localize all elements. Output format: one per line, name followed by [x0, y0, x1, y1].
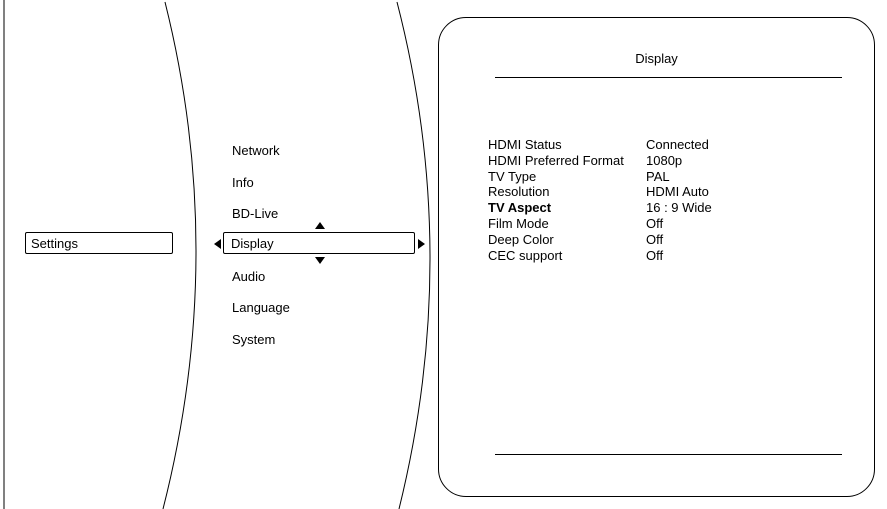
down-arrow-icon[interactable] — [315, 257, 325, 264]
setting-label: TV Aspect — [488, 200, 552, 216]
panel-divider-bottom — [495, 454, 842, 455]
setting-value: PAL — [646, 168, 670, 184]
display-panel: Display HDMI Status Connected HDMI Prefe… — [438, 17, 875, 497]
right-curve — [396, 1, 431, 509]
setting-label: Film Mode — [488, 215, 549, 231]
right-arrow-icon[interactable] — [418, 239, 425, 249]
setting-value: 16 : 9 Wide — [646, 200, 712, 216]
setting-value: Off — [646, 215, 664, 231]
menu-item-display-label: Display — [231, 236, 274, 251]
settings-menu-item[interactable]: Settings — [25, 232, 173, 254]
left-arrow-icon[interactable] — [214, 239, 221, 249]
setting-label: CEC support — [488, 247, 563, 263]
menu-item-display[interactable]: Display — [223, 232, 415, 254]
setting-value: HDMI Auto — [646, 184, 709, 200]
menu-item-system[interactable]: System — [232, 332, 276, 347]
setting-label: TV Type — [488, 168, 537, 184]
panel-title: Display — [635, 51, 678, 66]
setting-label: Resolution — [488, 184, 550, 200]
menu-item-language[interactable]: Language — [232, 300, 290, 315]
menu-item-bd-live[interactable]: BD-Live — [232, 206, 279, 221]
setting-value: Off — [646, 231, 664, 247]
menu-item-info[interactable]: Info — [232, 175, 254, 190]
menu-item-network[interactable]: Network — [232, 143, 280, 158]
settings-label: Settings — [31, 236, 78, 251]
panel-divider-top — [495, 77, 842, 78]
setting-value: 1080p — [646, 152, 683, 168]
setting-label: Deep Color — [488, 231, 554, 247]
left-curve — [162, 1, 197, 509]
menu-item-audio[interactable]: Audio — [232, 269, 266, 284]
setting-label: HDMI Preferred Format — [488, 152, 624, 168]
setting-label: HDMI Status — [488, 137, 562, 152]
setting-value: Connected — [646, 137, 709, 152]
setting-value: Off — [646, 247, 664, 263]
up-arrow-icon[interactable] — [315, 222, 325, 229]
